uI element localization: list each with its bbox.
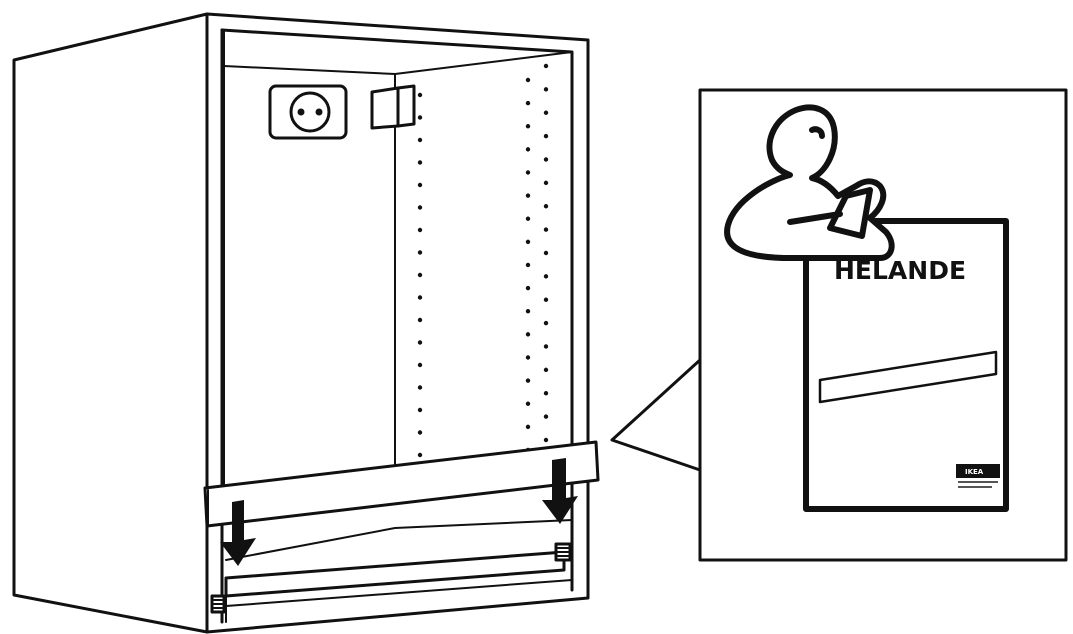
shelf-pin-hole (417, 160, 423, 165)
shelf-pin-hole (417, 115, 423, 120)
top-bracket (370, 84, 416, 130)
brand-logo-text: IKEA (965, 468, 984, 476)
cabinet (12, 12, 600, 634)
shelf-pin-hole (543, 250, 549, 256)
arrow-down-icon (220, 500, 256, 566)
bottom-left-clip (210, 594, 226, 614)
shelf-pin-hole (417, 430, 423, 435)
shelf-pin-hole (525, 239, 531, 245)
person-reading-manual-icon (724, 104, 895, 261)
shelf-pin-hole (525, 100, 531, 106)
shelf-pin-hole (525, 309, 531, 314)
callout-box: HELANDE IKEA (698, 88, 1068, 562)
shelf-pin-hole (525, 124, 531, 129)
cabinet-bottom-shelf (224, 519, 573, 623)
helande-rail (203, 440, 600, 528)
shelf-pin-hole (417, 92, 423, 98)
shelf-pin-hole (417, 407, 423, 413)
shelf-pin-hole (417, 295, 423, 300)
shelf-pin-hole (417, 272, 423, 278)
bottom-right-clip (554, 542, 572, 562)
shelf-pin-hole (525, 401, 531, 406)
brand-logo: IKEA (956, 464, 1000, 488)
arrow-down-icon (542, 458, 578, 524)
shelf-pin-hole (543, 110, 549, 115)
shelf-pin-hole (417, 137, 423, 143)
shelf-pin-hole (543, 274, 549, 279)
shelf-pin-holes (417, 63, 549, 458)
shelf-pin-hole (417, 182, 423, 188)
shelf-pin-hole (525, 193, 531, 198)
shelf-pin-hole (525, 285, 531, 291)
shelf-pin-hole (525, 332, 531, 337)
power-socket-icon (268, 84, 348, 140)
manual-booklet: HELANDE IKEA (803, 218, 1009, 512)
shelf-pin-hole (543, 87, 549, 92)
shelf-pin-hole (543, 133, 549, 139)
shelf-pin-hole (417, 250, 423, 255)
shelf-pin-hole (543, 320, 549, 326)
shelf-pin-hole (417, 340, 423, 345)
callout-pointer (610, 358, 702, 472)
shelf-pin-hole (525, 216, 531, 221)
shelf-pin-hole (543, 437, 549, 443)
cabinet-left-side (12, 12, 209, 634)
shelf-pin-hole (525, 424, 531, 430)
shelf-pin-hole (543, 344, 549, 349)
shelf-pin-hole (417, 452, 423, 458)
shelf-pin-hole (417, 205, 423, 210)
shelf-pin-hole (525, 355, 531, 360)
shelf-pin-hole (543, 63, 549, 69)
shelf-pin-hole (417, 317, 423, 323)
shelf-pin-hole (525, 170, 531, 175)
shelf-pin-hole (417, 227, 423, 233)
shelf-pin-hole (543, 227, 549, 232)
shelf-pin-hole (543, 157, 549, 162)
shelf-pin-hole (525, 262, 531, 268)
shelf-pin-hole (543, 180, 549, 186)
shelf-pin-hole (543, 297, 549, 302)
shelf-pin-hole (543, 391, 549, 396)
shelf-pin-hole (543, 367, 549, 373)
shelf-pin-hole (543, 414, 549, 419)
shelf-pin-hole (525, 378, 531, 383)
shelf-pin-hole (525, 147, 531, 152)
shelf-pin-hole (543, 204, 549, 209)
shelf-pin-hole (417, 385, 423, 390)
shelf-pin-hole (525, 77, 531, 83)
shelf-pin-hole (417, 362, 423, 368)
